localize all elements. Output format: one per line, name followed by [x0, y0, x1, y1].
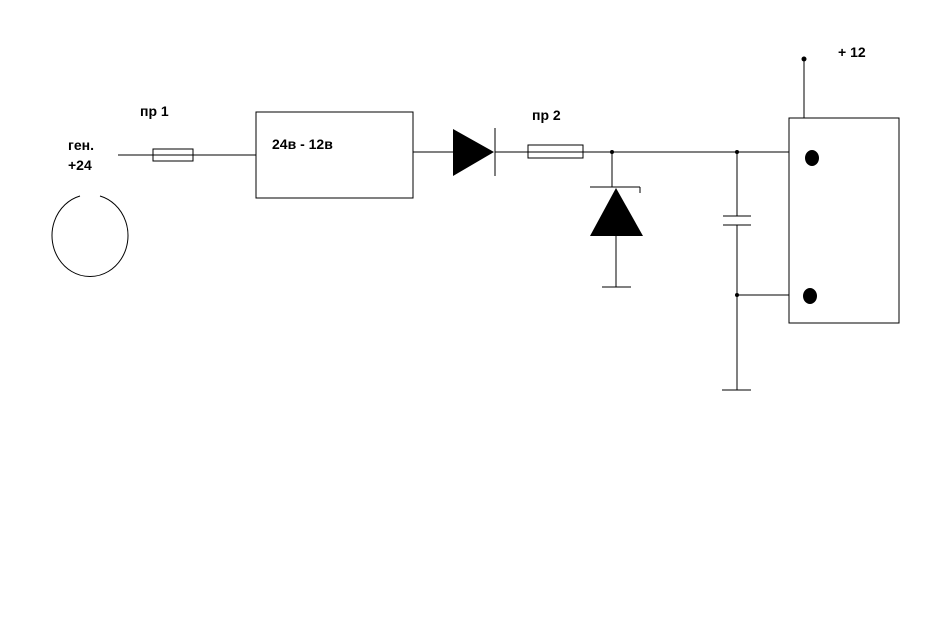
fuse-1: пр 1: [140, 103, 194, 162]
load-terminal-positive: [805, 150, 819, 166]
fuse-2-label: пр 2: [532, 107, 561, 123]
generator: ген. +24: [51, 137, 129, 277]
zener-diode: [590, 152, 643, 288]
load: [788, 117, 900, 324]
diode-triangle: [453, 129, 494, 176]
converter: 24в - 12в: [255, 111, 414, 199]
fuse-1-label: пр 1: [140, 103, 169, 119]
supply-12v-terminal: [801, 56, 807, 62]
converter-box: [255, 111, 414, 199]
generator-circle: [51, 195, 129, 277]
load-terminal-negative: [803, 288, 817, 304]
diode: [453, 128, 496, 176]
generator-label-name: ген.: [68, 137, 94, 153]
zener-triangle: [590, 188, 643, 236]
supply-12v-label: + 12: [838, 44, 866, 60]
generator-label-voltage: +24: [68, 157, 92, 173]
capacitor: [722, 152, 751, 391]
converter-label: 24в - 12в: [272, 136, 333, 152]
fuse-2: пр 2: [527, 107, 584, 159]
